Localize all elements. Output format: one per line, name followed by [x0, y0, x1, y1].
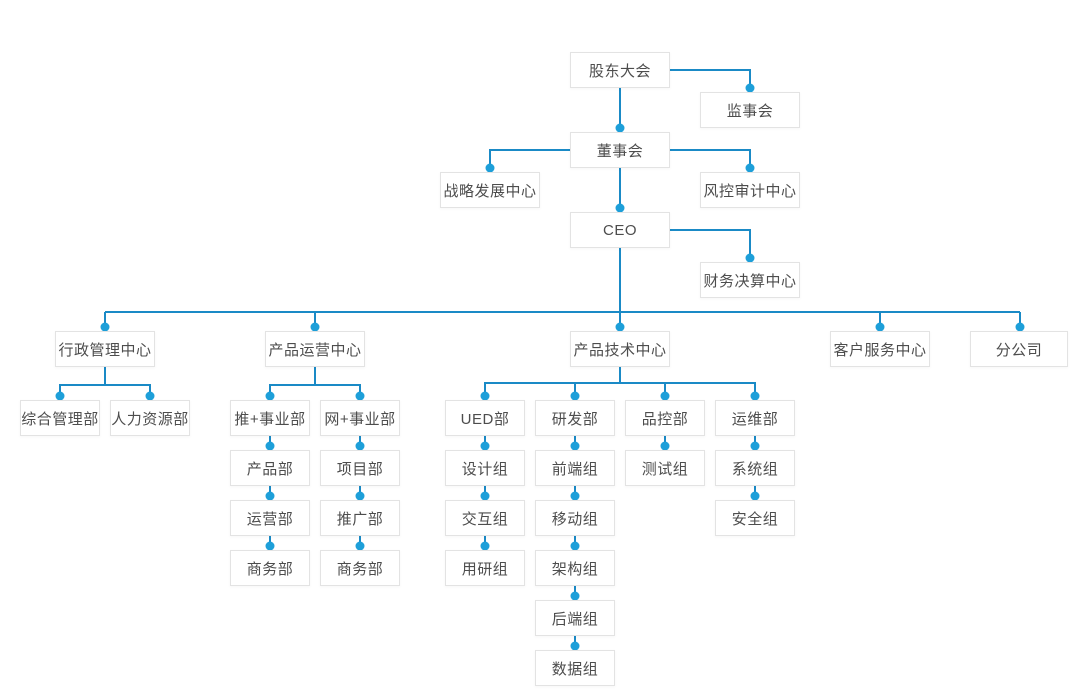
connector-dot — [570, 541, 580, 551]
org-node-customer-service-center: 客户服务中心 — [830, 331, 930, 367]
connector-dot — [480, 491, 490, 501]
connector-dot — [745, 83, 755, 93]
org-node-test-group: 测试组 — [625, 450, 705, 486]
org-node-project-dept: 项目部 — [320, 450, 400, 486]
connector-dot — [485, 163, 495, 173]
connector-dot — [480, 441, 490, 451]
org-node-user-research-group: 用研组 — [445, 550, 525, 586]
connector-dot — [570, 391, 580, 401]
connector-dot — [55, 391, 65, 401]
org-node-tui-business-unit: 推+事业部 — [230, 400, 310, 436]
connector-dot — [355, 491, 365, 501]
connector-dot — [660, 441, 670, 451]
org-node-supervisory-board: 监事会 — [700, 92, 800, 128]
org-node-ued-dept: UED部 — [445, 400, 525, 436]
org-node-mobile-group: 移动组 — [535, 500, 615, 536]
connector-dot — [570, 491, 580, 501]
org-node-product-ops-center: 产品运营中心 — [265, 331, 365, 367]
connector-dot — [615, 123, 625, 133]
connector-dot — [660, 391, 670, 401]
connector-dot — [265, 391, 275, 401]
connector-dot — [355, 541, 365, 551]
connector-dot — [570, 441, 580, 451]
connector-dot — [265, 441, 275, 451]
org-node-backend-group: 后端组 — [535, 600, 615, 636]
org-node-strategy-center: 战略发展中心 — [440, 172, 540, 208]
connector-dot — [750, 391, 760, 401]
connector-dot — [145, 391, 155, 401]
org-node-finance-center: 财务决算中心 — [700, 262, 800, 298]
connector-dot — [480, 391, 490, 401]
org-node-product-dept: 产品部 — [230, 450, 310, 486]
org-node-wang-business-unit: 网+事业部 — [320, 400, 400, 436]
org-node-rd-dept: 研发部 — [535, 400, 615, 436]
connector-dot — [750, 441, 760, 451]
org-node-product-tech-center: 产品技术中心 — [570, 331, 670, 367]
org-node-hr-dept: 人力资源部 — [110, 400, 190, 436]
org-node-interaction-group: 交互组 — [445, 500, 525, 536]
org-node-general-mgmt-dept: 综合管理部 — [20, 400, 100, 436]
org-node-frontend-group: 前端组 — [535, 450, 615, 486]
org-node-security-group: 安全组 — [715, 500, 795, 536]
org-node-board-of-directors: 董事会 — [570, 132, 670, 168]
connector-dot — [615, 203, 625, 213]
org-node-operation-dept: 运营部 — [230, 500, 310, 536]
connector-dot — [615, 322, 625, 332]
connector-dot — [310, 322, 320, 332]
org-node-design-group: 设计组 — [445, 450, 525, 486]
org-node-system-group: 系统组 — [715, 450, 795, 486]
org-node-branch-company: 分公司 — [970, 331, 1068, 367]
org-node-ops-maintenance-dept: 运维部 — [715, 400, 795, 436]
connector-dot — [875, 322, 885, 332]
connector-dot — [480, 541, 490, 551]
connector-dot — [745, 163, 755, 173]
connector-dot — [100, 322, 110, 332]
connector-dot — [1015, 322, 1025, 332]
connector-dot — [265, 541, 275, 551]
org-node-business-dept-1: 商务部 — [230, 550, 310, 586]
org-node-admin-center: 行政管理中心 — [55, 331, 155, 367]
org-node-data-group: 数据组 — [535, 650, 615, 686]
connector-dot — [265, 491, 275, 501]
connector-dot — [570, 591, 580, 601]
org-node-risk-audit-center: 风控审计中心 — [700, 172, 800, 208]
org-node-business-dept-2: 商务部 — [320, 550, 400, 586]
org-node-promotion-dept: 推广部 — [320, 500, 400, 536]
org-node-architecture-group: 架构组 — [535, 550, 615, 586]
connector-line — [670, 229, 751, 262]
connector-dot — [750, 491, 760, 501]
connector-dot — [570, 641, 580, 651]
connector-dot — [745, 253, 755, 263]
org-node-ceo: CEO — [570, 212, 670, 248]
connector-dot — [355, 391, 365, 401]
org-node-shareholders-meeting: 股东大会 — [570, 52, 670, 88]
org-node-qc-dept: 品控部 — [625, 400, 705, 436]
connector-dot — [355, 441, 365, 451]
